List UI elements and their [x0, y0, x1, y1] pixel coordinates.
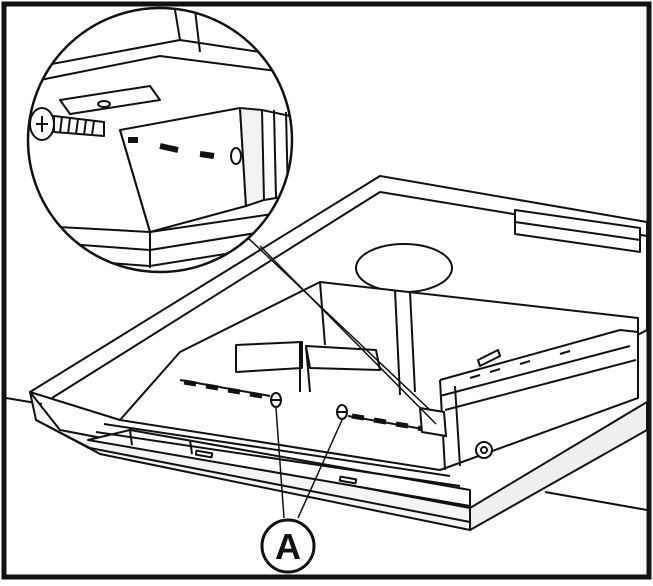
callout-leader-lines: [275, 407, 343, 519]
filter-shelves: [87, 341, 471, 507]
detail-magnifier: [26, 6, 294, 274]
callout-a-label: A: [275, 526, 301, 567]
screw-right: [336, 404, 348, 420]
screw-left: [270, 392, 282, 408]
zoom-indicator-lines: [245, 235, 437, 425]
hood-cavity: [119, 281, 639, 471]
callout-a-circle: [260, 518, 316, 574]
callout-a: A: [260, 518, 316, 574]
